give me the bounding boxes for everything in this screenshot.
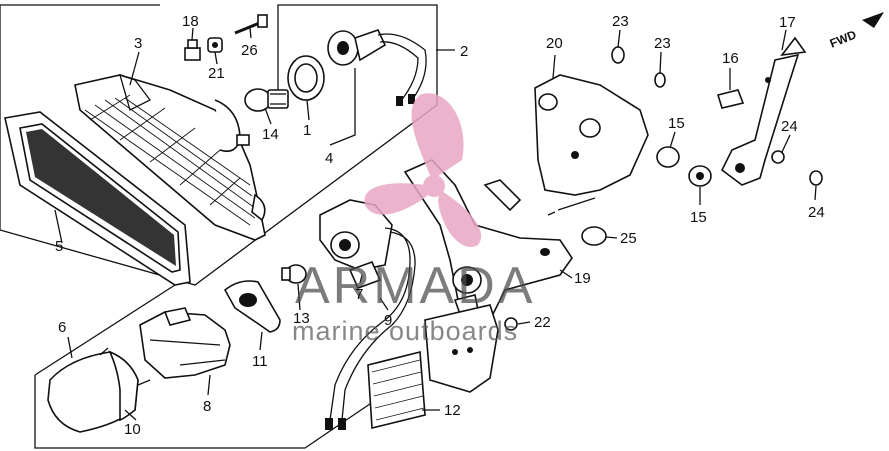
small-hardware [504,46,823,331]
plate-holder [424,304,499,393]
callout-16: 16 [722,50,739,67]
callout-13: 13 [293,310,310,327]
callout-26: 26 [241,42,258,59]
taillight-lens [47,347,151,433]
reflector [367,350,426,430]
callout-8: 8 [203,398,211,415]
propeller-blade-left [364,183,428,215]
watermark-logo [364,93,482,247]
callout-6: 6 [58,319,66,336]
propeller-blade-right [438,190,482,247]
callout-19: 19 [574,270,591,287]
tail-bulb [281,264,307,284]
fender-mount [534,74,649,216]
callout-22: 22 [534,314,551,331]
callout-15-b: 15 [690,209,707,226]
callout-25: 25 [620,230,637,247]
forward-arrow-icon [862,12,884,28]
callout-11: 11 [252,353,268,370]
tail-socket-harness [319,199,416,430]
callout-24-b: 24 [808,204,825,221]
callout-20: 20 [546,35,563,52]
watermark-title: ARMADA [295,257,535,315]
callout-10: 10 [124,421,141,438]
callout-4: 4 [325,150,333,167]
callout-14: 14 [262,126,279,143]
forward-label: FWD [828,27,859,50]
callout-18: 18 [182,13,199,30]
callout-7: 7 [355,286,363,303]
watermark-subtitle: marine outboards [292,316,518,346]
callout-17: 17 [779,14,796,31]
forward-direction-indicator: FWD [828,12,884,51]
callout-24-a: 24 [781,118,798,135]
headlight-bulb [244,88,289,112]
callout-5: 5 [55,238,63,255]
callout-numbers: 3 18 21 26 14 1 4 2 5 6 7 9 10 8 11 13 1… [55,13,825,438]
callout-21: 21 [208,65,225,82]
callout-23-a: 23 [612,13,629,30]
callout-9: 9 [384,312,392,329]
callout-3: 3 [134,35,142,52]
gasket [223,280,281,333]
callout-23-b: 23 [654,35,671,52]
callout-2: 2 [460,43,468,60]
taillight-base [139,307,231,379]
socket-assembly [327,29,427,106]
lens-frame [4,111,191,286]
leader-lines [54,27,817,421]
callout-12: 12 [444,402,461,419]
headlight-housing [74,73,266,241]
bolts-top [184,14,268,61]
stay-arm [720,36,807,186]
callout-15-a: 15 [668,115,685,132]
callout-1: 1 [303,122,311,139]
seal-ring [287,55,325,101]
propeller-blade-top [411,93,464,180]
propeller-hub [423,175,445,197]
